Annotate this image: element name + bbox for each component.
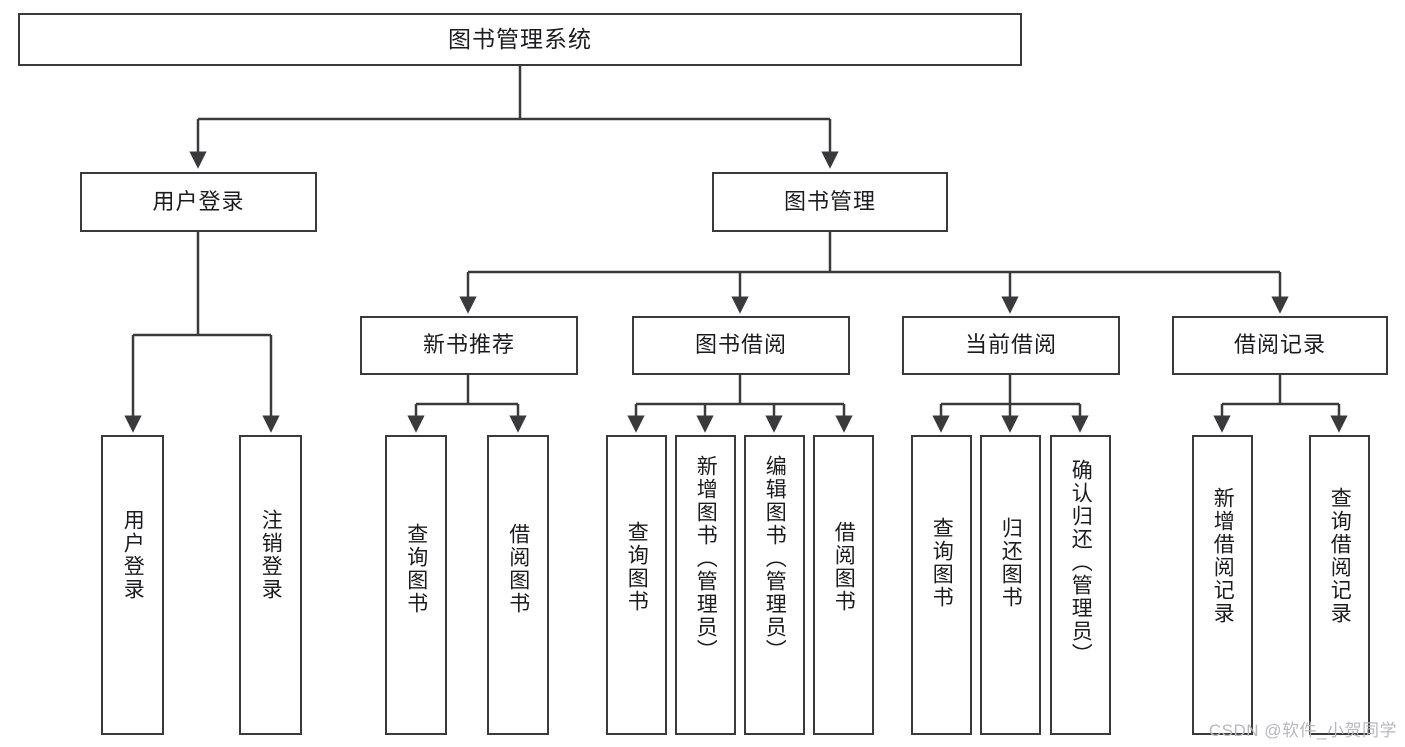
leaf-label: 查询图书 [930, 517, 954, 609]
leaf-label: 确认归还（管理员） [1069, 459, 1093, 666]
node-borrow-record[interactable]: 借阅记录 [1172, 316, 1388, 375]
leaf-borrow-borrow-book[interactable]: 借阅图书 [813, 435, 874, 735]
leaf-recommend-borrow-book[interactable]: 借阅图书 [487, 435, 549, 735]
node-new-book-recommend[interactable]: 新书推荐 [360, 316, 578, 375]
node-user-login[interactable]: 用户登录 [80, 172, 317, 232]
leaf-borrow-edit-book-admin[interactable]: 编辑图书（管理员） [744, 435, 805, 735]
leaf-label: 借阅图书 [832, 521, 856, 613]
node-label: 借阅记录 [1233, 332, 1326, 358]
leaf-label: 注销登录 [259, 509, 283, 601]
leaf-label: 查询借阅记录 [1328, 487, 1352, 625]
leaf-label: 借阅图书 [506, 523, 530, 615]
leaf-label: 查询图书 [404, 523, 428, 615]
node-root-system[interactable]: 图书管理系统 [18, 13, 1022, 66]
leaf-current-confirm-return-admin[interactable]: 确认归还（管理员） [1050, 435, 1111, 735]
node-current-borrow[interactable]: 当前借阅 [902, 316, 1120, 375]
node-book-management[interactable]: 图书管理 [712, 172, 948, 232]
node-book-borrow[interactable]: 图书借阅 [632, 316, 850, 375]
leaf-record-query-record[interactable]: 查询借阅记录 [1309, 435, 1370, 735]
leaf-current-query-book[interactable]: 查询图书 [911, 435, 972, 735]
leaf-label: 用户登录 [121, 509, 145, 601]
node-label: 新书推荐 [422, 332, 515, 358]
leaf-user-login-login[interactable]: 用户登录 [101, 435, 164, 735]
leaf-label: 新增借阅记录 [1211, 487, 1235, 625]
leaf-borrow-query-book[interactable]: 查询图书 [606, 435, 667, 735]
leaf-label: 归还图书 [999, 517, 1023, 609]
leaf-borrow-add-book-admin[interactable]: 新增图书（管理员） [675, 435, 736, 735]
leaf-record-add-record[interactable]: 新增借阅记录 [1192, 435, 1253, 735]
leaf-label: 查询图书 [625, 521, 649, 613]
node-label: 图书管理 [783, 188, 876, 214]
csdn-watermark: CSDN @软件_小贺同学 [1208, 721, 1397, 740]
leaf-recommend-query-book[interactable]: 查询图书 [385, 435, 447, 735]
leaf-label: 编辑图书（管理员） [763, 455, 787, 662]
node-label: 当前借阅 [964, 332, 1057, 358]
leaf-label: 新增图书（管理员） [694, 455, 718, 662]
node-label: 图书管理系统 [448, 25, 592, 52]
node-label: 图书借阅 [694, 332, 787, 358]
leaf-user-login-logout[interactable]: 注销登录 [239, 435, 302, 735]
node-label: 用户登录 [152, 188, 245, 214]
leaf-current-return-book[interactable]: 归还图书 [980, 435, 1041, 735]
